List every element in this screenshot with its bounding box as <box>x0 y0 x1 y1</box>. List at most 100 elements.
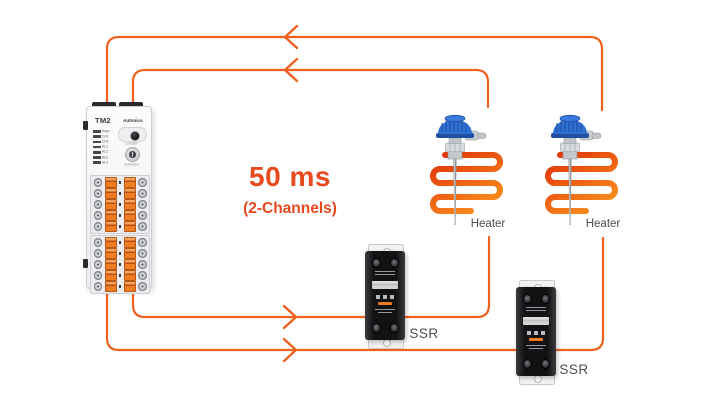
terminal-clamp-icon <box>104 199 117 210</box>
ssr-terminal-screw-icon <box>522 359 532 369</box>
heater-graphic <box>545 114 618 225</box>
wire-feedback-heater1-to-tm2 <box>131 68 490 110</box>
terminal-screw-icon <box>138 178 147 187</box>
ssr-terminal-screw-icon <box>389 258 399 268</box>
terminal-screw-icon <box>138 200 147 209</box>
terminal-clamp-icon <box>123 281 136 292</box>
terminal-screw-icon <box>138 282 147 291</box>
terminal-clamp-icon <box>104 188 117 199</box>
loader-label-wrap: LOADER <box>115 141 148 147</box>
terminal-tick <box>119 262 121 267</box>
terminal-block-lower <box>90 235 150 294</box>
ssr-terminal-screw-icon <box>371 323 381 333</box>
terminal-screw-icon <box>93 178 102 187</box>
terminal-tick <box>119 202 121 207</box>
loader-port-icon <box>130 130 140 141</box>
terminal-row <box>91 188 149 199</box>
led-label: AL1 <box>102 145 108 149</box>
heater-2-label: Heater <box>585 218 621 230</box>
terminal-clamp-icon <box>123 237 136 248</box>
terminal-tick <box>119 213 121 218</box>
terminal-clamp-icon <box>104 210 117 221</box>
terminal-clamp-icon <box>104 281 117 292</box>
address-label-wrap: ADDRESS <box>115 162 148 168</box>
terminal-row <box>91 199 149 210</box>
address-rotor-icon <box>129 151 136 158</box>
terminal-row <box>91 270 149 281</box>
terminal-screw-icon <box>93 249 102 258</box>
terminal-screw-icon <box>138 211 147 220</box>
wire-tm2-to-ssr1-to-heater1 <box>131 235 491 319</box>
tm2-side-tab <box>83 259 88 268</box>
heater-coil-icon <box>545 152 618 214</box>
ssr-model-plate <box>523 317 549 325</box>
terminal-clamp-icon <box>104 221 117 232</box>
address-label: ADDRESS <box>124 163 139 167</box>
ssr-print-line <box>526 345 546 346</box>
ssr-print-line <box>526 307 546 308</box>
terminal-clamp-icon <box>123 210 136 221</box>
terminal-screw-icon <box>93 238 102 247</box>
ssr-mounting-hole-icon <box>382 339 391 347</box>
terminal-clamp-icon <box>123 248 136 259</box>
temperature-sensor-icon <box>551 114 602 225</box>
ssr-2-label: SSR <box>559 362 589 377</box>
temperature-sensor-icon <box>436 114 487 225</box>
terminal-clamp-icon <box>123 259 136 270</box>
terminal-clamp-icon <box>104 270 117 281</box>
arrow-left-icon-inner <box>283 57 299 83</box>
led-row: AL3 <box>93 155 117 160</box>
led-row: AL1 <box>93 145 117 150</box>
led-row: AL2 <box>93 150 117 155</box>
heater-coil-icon <box>430 152 503 214</box>
led-label: AL4 <box>102 161 108 165</box>
terminal-tick <box>119 284 121 289</box>
cycle-time-value: 50 ms <box>249 161 331 192</box>
terminal-screw-icon <box>138 260 147 269</box>
heater-graphic <box>430 114 503 225</box>
terminal-screw-icon <box>93 282 102 291</box>
channels-label: (2-Channels) <box>243 200 337 217</box>
arrow-left-icon-outer <box>283 24 299 50</box>
ssr-terminal-screw-icon <box>371 258 381 268</box>
led-row: CH2 <box>93 139 117 144</box>
ssr-print-line <box>378 312 392 313</box>
led-indicator-icon <box>93 140 101 144</box>
terminal-tick <box>119 240 121 245</box>
ssr-1-label: SSR <box>409 326 439 341</box>
led-label: AL2 <box>102 150 108 154</box>
terminal-screw-icon <box>93 260 102 269</box>
ssr-model-plate <box>372 281 398 289</box>
terminal-row <box>91 259 149 270</box>
terminal-screw-icon <box>93 200 102 209</box>
led-label: PWR <box>102 129 110 134</box>
led-row: PWR <box>93 129 117 134</box>
terminal-clamp-icon <box>104 259 117 270</box>
terminal-clamp-icon <box>123 270 136 281</box>
terminal-block-upper <box>90 175 150 234</box>
loader-label: LOADER <box>125 142 138 146</box>
terminal-screw-icon <box>138 222 147 231</box>
terminal-row <box>91 221 149 232</box>
terminal-screw-icon <box>93 211 102 220</box>
tm2-brand-label: Autonics <box>123 118 143 123</box>
ssr-certification-marks-icon <box>527 331 545 335</box>
ssr-terminal-screw-icon <box>522 294 532 304</box>
led-indicator-icon <box>93 156 101 159</box>
terminal-tick <box>119 251 121 256</box>
terminal-row <box>91 177 149 188</box>
tm2-led-panel: PWR CH1 CH2 AL1 AL2 AL3 AL4 <box>93 129 117 165</box>
led-label: CH2 <box>102 140 109 144</box>
tm2-controller: TM2 Autonics PWR CH1 CH2 AL1 AL2 AL3 AL4… <box>83 98 152 294</box>
terminal-row <box>91 210 149 221</box>
terminal-clamp-icon <box>104 248 117 259</box>
ssr-mounting-hole-icon <box>533 375 542 383</box>
led-indicator-icon <box>93 151 101 154</box>
tm2-side-tab <box>83 121 88 130</box>
wire-feedback-heater2-to-tm2 <box>105 35 604 112</box>
cycle-time-label: 50 ms (2-Channels) <box>195 162 385 218</box>
terminal-tick <box>119 191 121 196</box>
led-label: AL3 <box>102 155 108 160</box>
